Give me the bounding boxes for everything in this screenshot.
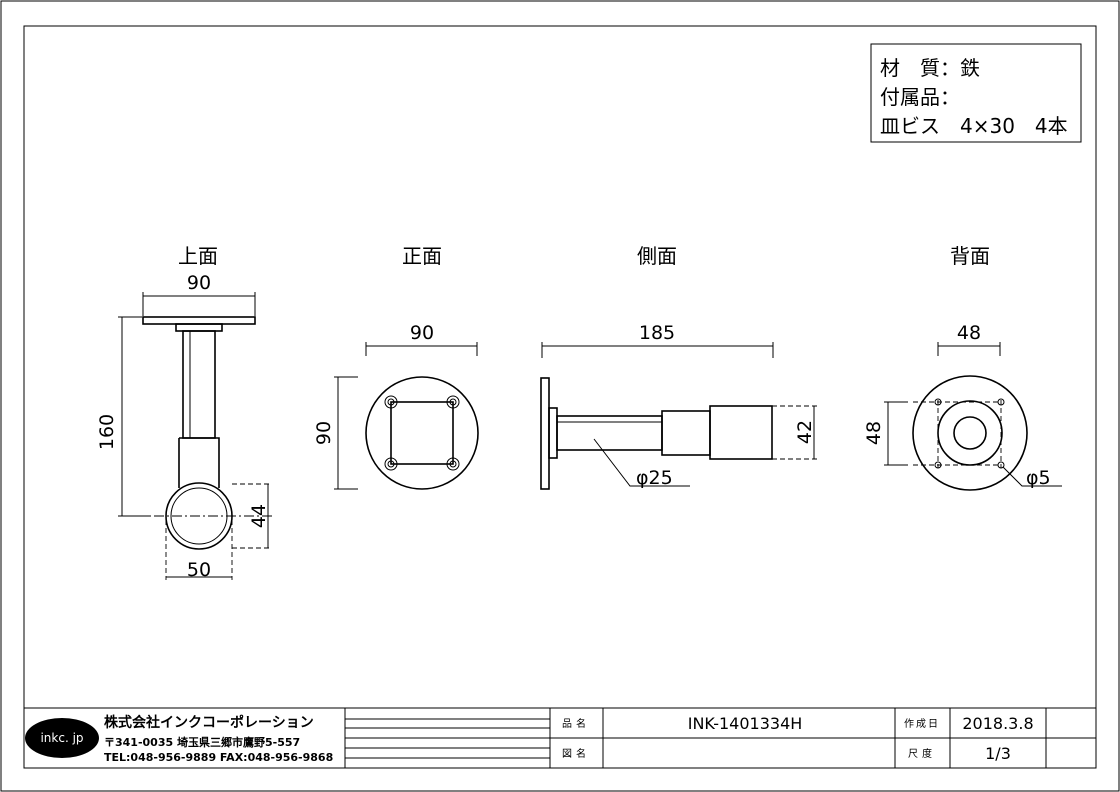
side-view: 185 42 φ25 [540,322,818,490]
dim-top-height: 160 [96,414,118,450]
title-block: inkc. jp 株式会社インクコーポレーション 〒341-0035 埼玉県三郷… [24,707,1096,768]
view-title-top: 上面 [178,244,218,268]
company-logo [25,718,99,758]
dim-front-height: 90 [313,421,335,445]
spec-material: 材 質：鉄 [880,56,980,80]
dim-back-hole-dia: φ5 [1026,467,1051,489]
part-name-value: INK-1401334H [688,714,803,733]
side-plate [540,377,550,490]
dim-side-length: 185 [639,322,675,344]
company-name: 株式会社インクコーポレーション [104,714,314,731]
back-boss [937,400,1003,466]
view-title-front: 正面 [402,244,442,268]
spec-accessories: 付属品： [880,85,960,109]
part-name-label: 品名 [562,717,590,730]
created-date-label: 作成日 [904,718,940,730]
drawing-name-label: 図名 [562,747,590,760]
back-view: 48 48 φ5 [863,322,1062,491]
dim-side-end: 42 [794,420,816,444]
front-square [390,401,454,465]
front-screw-holes [384,395,460,471]
view-title-side: 側面 [637,244,677,268]
side-sleeve [661,410,711,456]
dim-front-width: 90 [410,322,434,344]
back-plate [912,375,1028,491]
dim-back-hole-w: 48 [957,322,981,344]
company-phone: TEL:048-956-9889 FAX:048-956-9868 [104,751,333,764]
spec-box: 材 質：鉄 付属品： 皿ビス 4×30 4本 [870,43,1082,143]
top-socket [178,437,220,488]
dim-top-width: 90 [187,272,211,294]
dim-top-pipe-w: 50 [187,559,211,581]
dim-back-hole-h: 48 [863,421,885,445]
side-pipe [556,415,663,451]
company-address: 〒341-0035 埼玉県三郷市鷹野5-557 [104,735,300,749]
top-mount-plate [142,316,256,325]
back-screw-holes [934,398,1005,469]
view-title-back: 背面 [950,244,990,268]
front-view: 90 90 [313,322,479,490]
top-pipe [182,330,216,439]
scale-value: 1/3 [985,744,1011,763]
company-logo-text: inkc. jp [40,731,83,745]
top-view: 90 160 44 50 [96,272,272,581]
dim-top-pipe-v: 44 [248,504,270,528]
dim-side-pipe-dia: φ25 [636,467,673,489]
spec-screws: 皿ビス 4×30 4本 [880,114,1068,138]
inner-frame [23,25,1097,769]
created-date-value: 2018.3.8 [962,714,1033,733]
front-plate [365,376,479,490]
scale-label: 尺度 [908,747,936,760]
side-end-cap [709,405,773,460]
